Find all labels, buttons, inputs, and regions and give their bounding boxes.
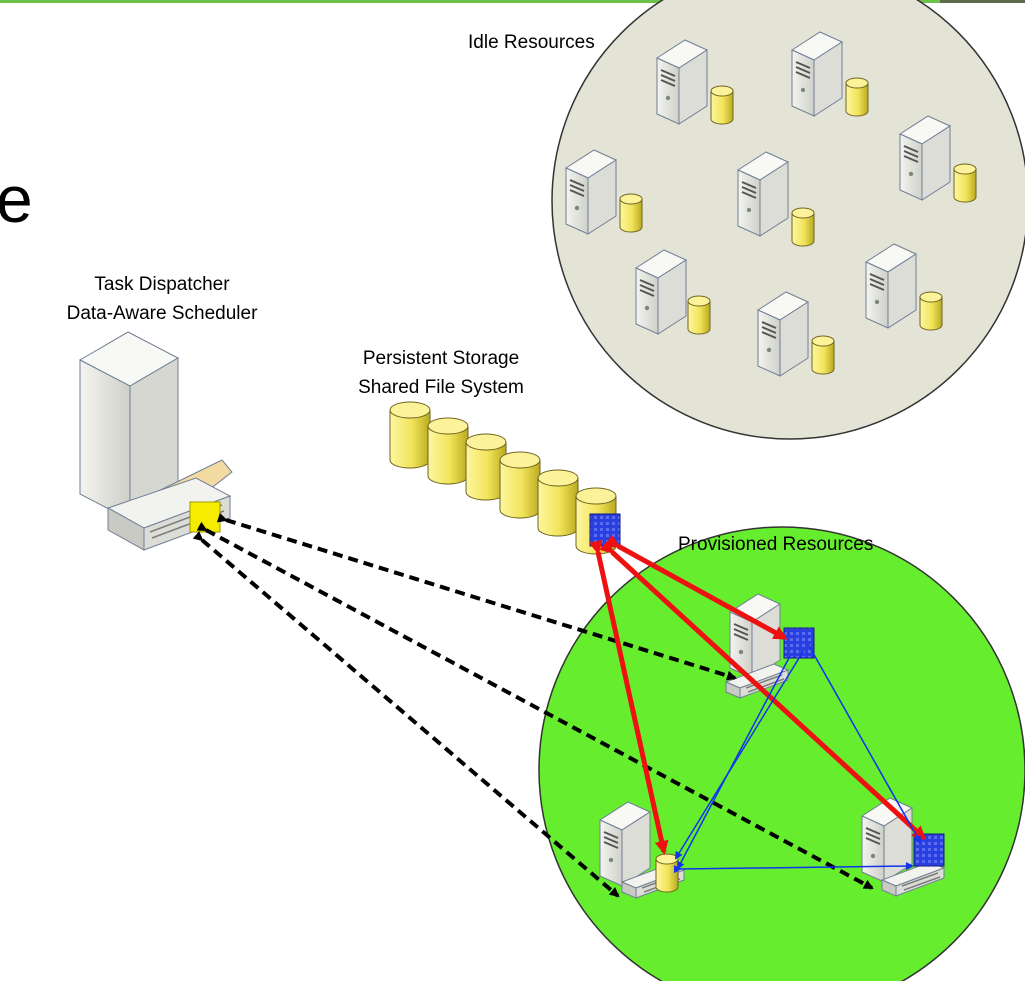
slide-title-fragment: e [0, 162, 33, 236]
persistent-storage-label-line2: Shared File System [358, 377, 524, 398]
persistent-storage-label-line1: Persistent Storage [363, 348, 519, 369]
disk-cylinder-icon [687, 295, 711, 335]
disk-cylinder-icon [919, 291, 943, 331]
task-block-icon [189, 501, 221, 533]
task-dispatcher-label-line1: Task Dispatcher [94, 274, 230, 295]
server-tower-icon [599, 801, 651, 887]
server-tower-icon [861, 797, 913, 883]
storage-arrows [588, 534, 927, 855]
server-tower-icon [757, 291, 809, 377]
disk-cylinder-icon [811, 335, 835, 375]
server-tower-icon [737, 151, 789, 237]
server-tower-icon [635, 249, 687, 335]
task-dispatcher: Task Dispatcher Data-Aware Scheduler [67, 274, 258, 551]
disk-cylinder-icon [655, 853, 679, 893]
peer-arrow-bottom [673, 862, 914, 874]
peer-arrow-top-right [807, 643, 921, 844]
dispatcher-server-icon [78, 331, 180, 521]
idle-resources-label: Idle Resources [468, 32, 595, 53]
top-rule-dark-corner [940, 0, 1025, 3]
storage-data-block-icon [589, 513, 621, 547]
data-block-icon [783, 627, 815, 659]
server-tower-icon [656, 39, 708, 125]
provisioned-resources-label: Provisioned Resources [678, 534, 873, 555]
peer-arrow-top-left-2 [677, 655, 791, 870]
provisioned-resources-pool [538, 526, 1025, 981]
storage-disk-4-icon [499, 451, 541, 519]
disk-cylinder-icon [845, 77, 869, 117]
server-tower-icon [791, 31, 843, 117]
disk-cylinder-icon [953, 163, 977, 203]
top-rule [0, 0, 1025, 3]
storage-disk-2-icon [427, 417, 469, 485]
task-dispatcher-label-line2: Data-Aware Scheduler [67, 303, 258, 324]
server-tower-icon [565, 149, 617, 235]
storage-disk-1-icon [389, 401, 431, 469]
disk-cylinder-icon [710, 85, 734, 125]
disk-cylinder-icon [619, 193, 643, 233]
idle-resources-pool: Idle Resources [468, 0, 1025, 440]
storage-disk-5-icon [537, 469, 579, 537]
dispatch-arrow-left [192, 530, 620, 898]
server-tower-icon [899, 115, 951, 201]
persistent-storage: Persistent Storage Shared File System [358, 348, 621, 555]
peer-arrows [673, 643, 921, 874]
storage-arrow-right [599, 539, 927, 841]
server-tower-icon [865, 243, 917, 329]
peer-arrow-top-left [674, 649, 805, 860]
disk-cylinder-icon [791, 207, 815, 247]
